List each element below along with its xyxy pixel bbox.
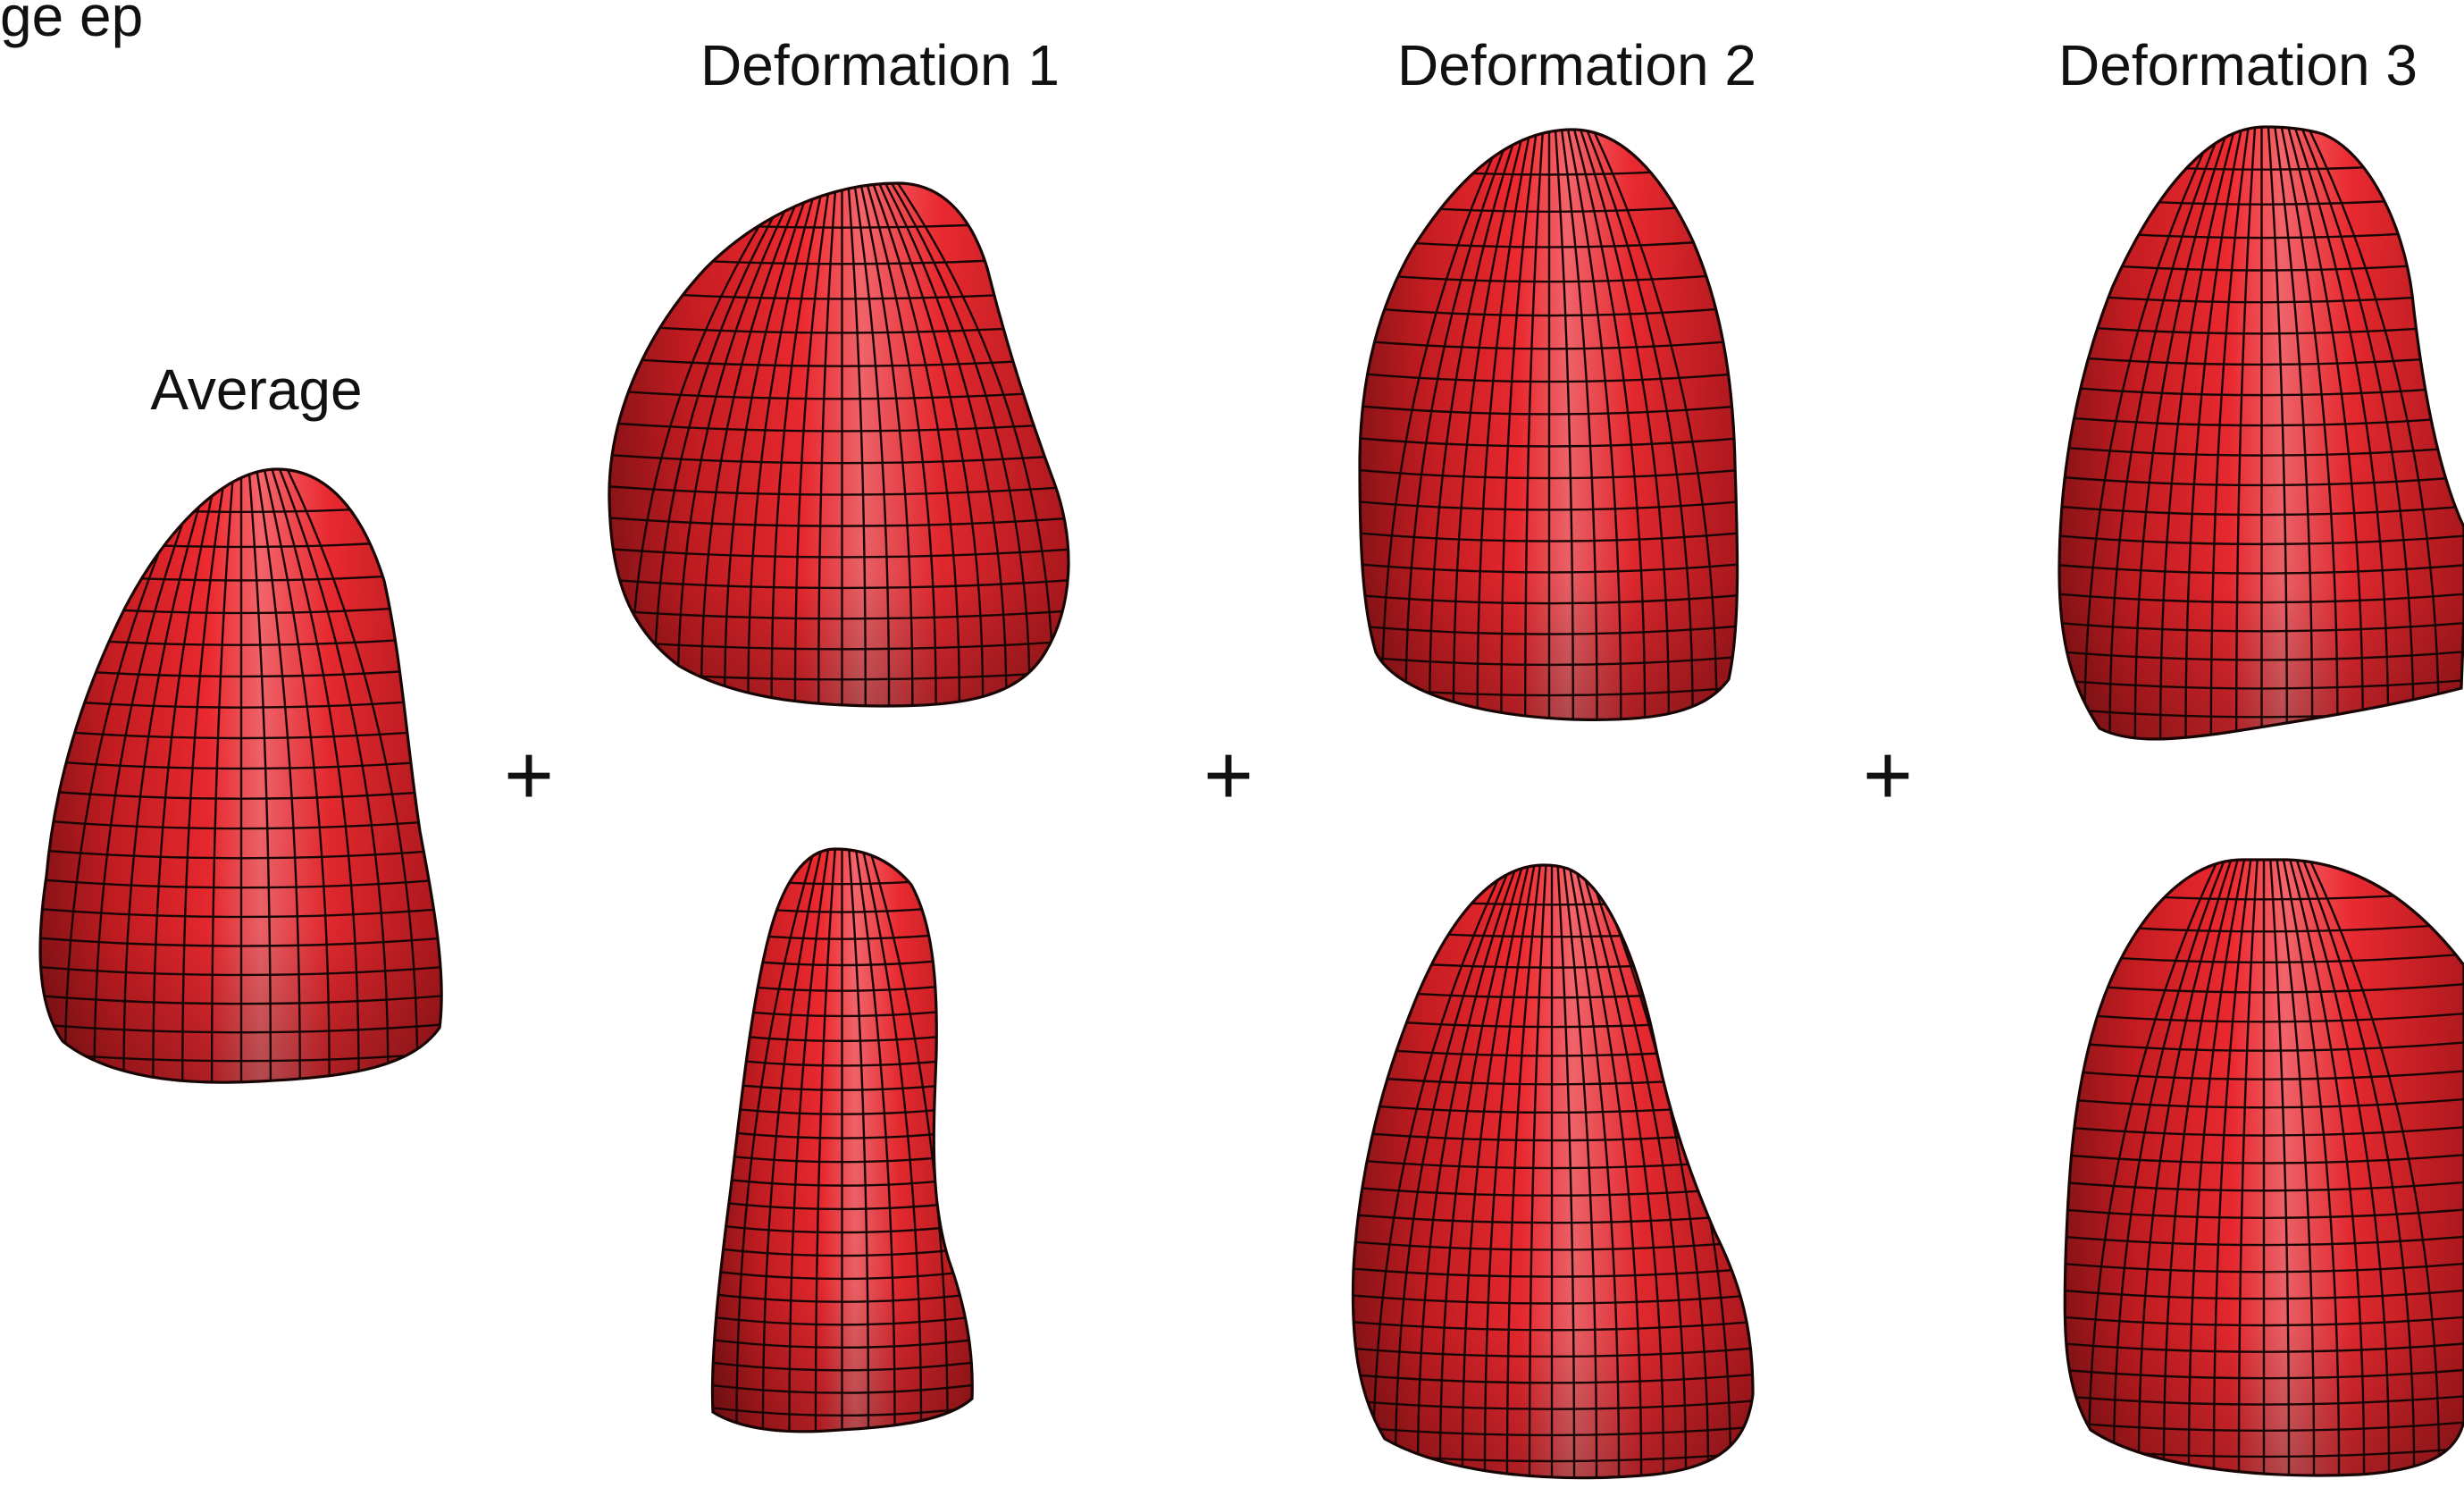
label-deformation-1: Deformation 1 xyxy=(700,33,1060,97)
figure-title-partial: ge ep xyxy=(0,0,143,48)
deformation-2-bottom-shape xyxy=(1342,861,1762,1488)
label-average: Average xyxy=(150,357,362,422)
deformation-1-top-shape xyxy=(599,179,1085,715)
average-shape xyxy=(27,465,456,1095)
label-deformation-3: Deformation 3 xyxy=(2058,33,2418,97)
deformation-2-top-shape xyxy=(1349,125,1749,731)
plus-sign-2: + xyxy=(1203,727,1253,823)
plus-sign-1: + xyxy=(504,727,554,823)
deformation-1-bottom-shape xyxy=(701,845,983,1443)
mesh-shading xyxy=(1353,865,1753,1478)
plus-sign-3: + xyxy=(1863,727,1913,823)
deformation-3-bottom-shape xyxy=(2055,855,2464,1488)
deformation-3-top-shape xyxy=(2050,122,2464,751)
label-deformation-2: Deformation 2 xyxy=(1397,33,1756,97)
